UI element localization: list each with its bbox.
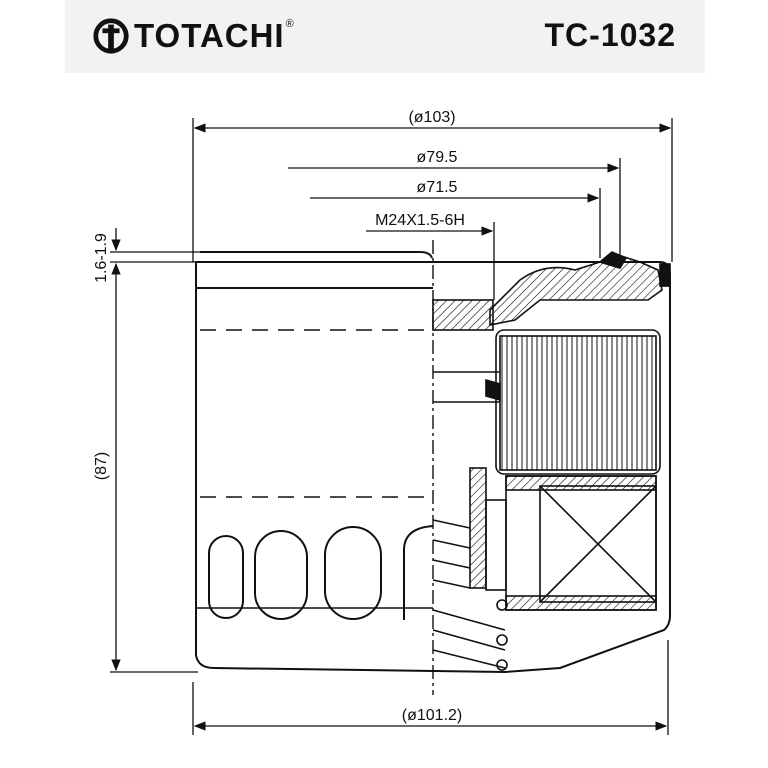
spring-coils-upper — [432, 519, 471, 589]
spring-end-2 — [496, 634, 508, 646]
label-outer-diameter: (ø103) — [408, 109, 455, 126]
base-plate-top — [200, 251, 433, 259]
brand: TOTACHI ® — [92, 16, 294, 56]
totachi-ring-logo-icon — [93, 18, 129, 54]
section-view — [432, 251, 671, 671]
grip-flute-3 — [324, 526, 382, 620]
grip-flute-1 — [208, 535, 244, 619]
grip-flute-2 — [254, 530, 308, 620]
end-cap-upper — [505, 475, 657, 491]
filter-element-lower — [505, 475, 657, 611]
brand-name: TOTACHI — [134, 17, 285, 54]
label-body-diameter: (ø101.2) — [402, 707, 462, 724]
label-inner-gasket-diameter: ø71.5 — [417, 179, 458, 196]
center-tube — [469, 467, 487, 589]
label-thread: M24X1.5-6H — [375, 212, 465, 229]
gasket-seal — [489, 254, 663, 326]
gasket-lip — [598, 251, 628, 269]
header-bar — [65, 0, 705, 73]
seam-roll — [659, 263, 671, 287]
bypass-cross-2 — [539, 485, 657, 603]
label-height: (87) — [93, 452, 110, 480]
dimension-lines — [110, 118, 673, 735]
label-gasket-diameter: ø79.5 — [417, 149, 458, 166]
filter-media-upper — [499, 335, 657, 471]
relief-valve-body — [485, 499, 507, 591]
end-cap-lower — [505, 595, 657, 611]
spring-coils-lower — [432, 609, 506, 669]
filter-element-upper — [495, 329, 661, 475]
thread-boss — [432, 299, 494, 331]
registered-mark: ® — [285, 18, 294, 30]
anti-drain-valve — [485, 378, 501, 402]
spring-end-3 — [496, 659, 508, 671]
label-plate-thickness: 1.6-1.9 — [93, 233, 110, 283]
part-number: TC-1032 — [544, 17, 676, 53]
spring-end-1 — [496, 599, 508, 611]
grip-flute-4 — [403, 525, 434, 620]
